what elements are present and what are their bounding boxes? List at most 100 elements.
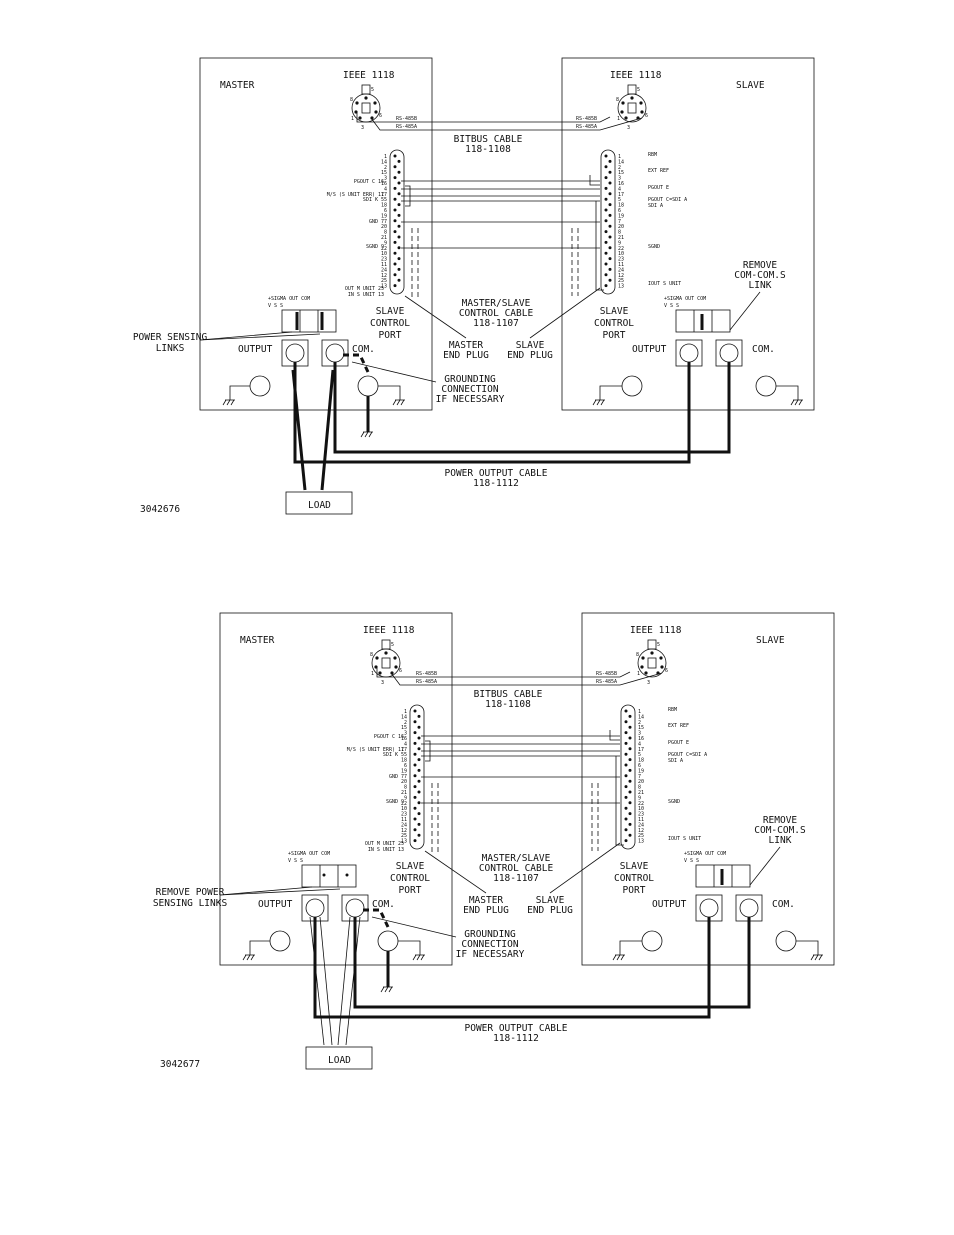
master-pin-label: GND 7 [369, 219, 384, 225]
slave-db25-pin [624, 806, 628, 810]
master-din-pin [358, 116, 362, 120]
master-db25-pin-number: 25 [381, 278, 387, 284]
master-din-pin [374, 110, 378, 114]
links-arrow [199, 331, 293, 341]
master-ground-2-hatch [412, 954, 417, 961]
load-wire [320, 369, 335, 491]
master-pin-label: OUT M UNIT 25 [345, 286, 384, 292]
slave-pin-label: RBM [648, 152, 657, 158]
master-label: MASTER [220, 80, 255, 91]
master-db25-pin [413, 806, 417, 810]
slave-ground-hatch [596, 399, 601, 406]
slave-ground-hatch [620, 954, 625, 961]
master-com-post [345, 898, 365, 918]
master-din-key [381, 639, 391, 650]
slave-din-pin-num: 1 [637, 671, 640, 677]
master-db25-pin-number: 16 [381, 181, 387, 187]
slave-din-pin-num: 8 [636, 652, 639, 658]
slave-db25-pin-number: 2 [618, 165, 621, 171]
slave-pin-label: IOUT S UNIT [648, 281, 681, 287]
master-ground-hatch [242, 954, 247, 961]
slave-db25-pin [604, 165, 608, 169]
master-ground-hatch [246, 954, 251, 961]
slave-pin-label: PGOUT C=SDI A [648, 197, 687, 203]
load-wire-2 [345, 916, 361, 1046]
master-din-pin [374, 665, 378, 669]
master-db25-pin [417, 747, 421, 751]
slave-db25-pin [624, 720, 628, 724]
master-db25-pin [397, 181, 401, 185]
master-output-label: OUTPUT [238, 344, 273, 355]
master-db25-pin-number: 10 [401, 806, 407, 812]
slave-plug-arrow [529, 287, 601, 339]
master-db25-pin-number: 1 [404, 709, 407, 715]
master-db25-pin [417, 779, 421, 783]
slave-ground-hatch [616, 954, 621, 961]
master-pin-label: SGND 9 [386, 799, 404, 805]
load-wire [337, 916, 351, 1046]
master-ground-2-hatch [400, 399, 405, 406]
control-cable-label-line-2: CONTROL CABLE [479, 863, 554, 874]
rs485a-master-label: RS-485A [396, 124, 417, 130]
slave-din-key [627, 84, 637, 95]
master-db25-pin-number: 13 [401, 839, 407, 845]
slave-chassis-terminal [641, 930, 663, 952]
rs485a-slave-label: RS-485A [576, 124, 597, 130]
slave-ground-2-hatch [814, 954, 819, 961]
master-gnd-terminal [357, 375, 379, 397]
control-cable-label-line-2: CONTROL CABLE [459, 308, 534, 319]
master-db25-pin [393, 284, 397, 288]
master-db25-pin [393, 273, 397, 277]
remove-link-label-line-1: REMOVE [763, 815, 798, 826]
master-com-label: COM. [352, 344, 375, 355]
slave-db25-pin-number: 19 [618, 213, 624, 219]
master-label: MASTER [240, 635, 275, 646]
master-db25-pin-number: 20 [381, 224, 387, 230]
master-db25-pin-number: 5 [384, 197, 387, 203]
slave-jumper-2 [595, 201, 604, 291]
slave-db25-pin [628, 833, 632, 837]
master-unit-box [219, 612, 453, 966]
slave-db25-pin [624, 741, 628, 745]
slave-slave-port-label-line-1: SLAVE [620, 861, 649, 872]
external-ground-hatch [388, 986, 393, 993]
master-db25-pin-number: 17 [381, 192, 387, 198]
master-db25-pin-number: 13 [381, 284, 387, 290]
sigma-master-label-line-1: +SIGMA OUT COM [268, 296, 310, 302]
master-pin-label: SDI K 5 [363, 197, 384, 203]
master-db25-pin-number: 15 [401, 725, 407, 731]
slave-db25-pin-number: 20 [618, 224, 624, 230]
terminal-dot [322, 873, 326, 877]
slave-plug-arrow [549, 842, 621, 894]
slave-db25-pin-number: 13 [618, 284, 624, 290]
slave-chassis-terminal-2 [775, 930, 797, 952]
load-wire [291, 369, 307, 491]
master-db25-pin-number: 16 [401, 736, 407, 742]
master-com-post [325, 343, 345, 363]
master-db25-pin-number: 3 [404, 731, 407, 737]
bitbus-cable-label-line-1: BITBUS CABLE [454, 134, 523, 145]
master-chassis-terminal [269, 930, 291, 952]
rs485b-master-label: RS-485B [416, 671, 437, 677]
master-output-label: OUTPUT [258, 899, 293, 910]
links-label-line-1: POWER SENSING [133, 332, 208, 343]
master-db25-pin-number: 22 [381, 246, 387, 252]
slave-db25-pin-number: 11 [618, 262, 624, 268]
slave-db25-pin [608, 170, 612, 174]
bitbus-cable-label-line-1: BITBUS CABLE [474, 689, 543, 700]
slave-din-pin [650, 651, 654, 655]
slave-output-post [699, 898, 719, 918]
master-db25-pin [393, 186, 397, 190]
master-db25-pin-number: 11 [401, 817, 407, 823]
master-db25-pin [397, 278, 401, 282]
master-db25-pin-number: 11 [381, 262, 387, 268]
slave-db25-pin [628, 725, 632, 729]
ieee-slave-label: IEEE 1118 [610, 70, 662, 81]
slave-din-pin-num: 1 [617, 116, 620, 122]
master-db25-pin-number: 12 [401, 828, 407, 834]
slave-db25-pin [624, 839, 628, 843]
slave-db25-pin-number: 10 [618, 251, 624, 257]
slave-din-pin-num: 6 [665, 668, 668, 674]
slave-pin-label: PGOUT E [648, 185, 669, 191]
master-db25-pin [413, 741, 417, 745]
